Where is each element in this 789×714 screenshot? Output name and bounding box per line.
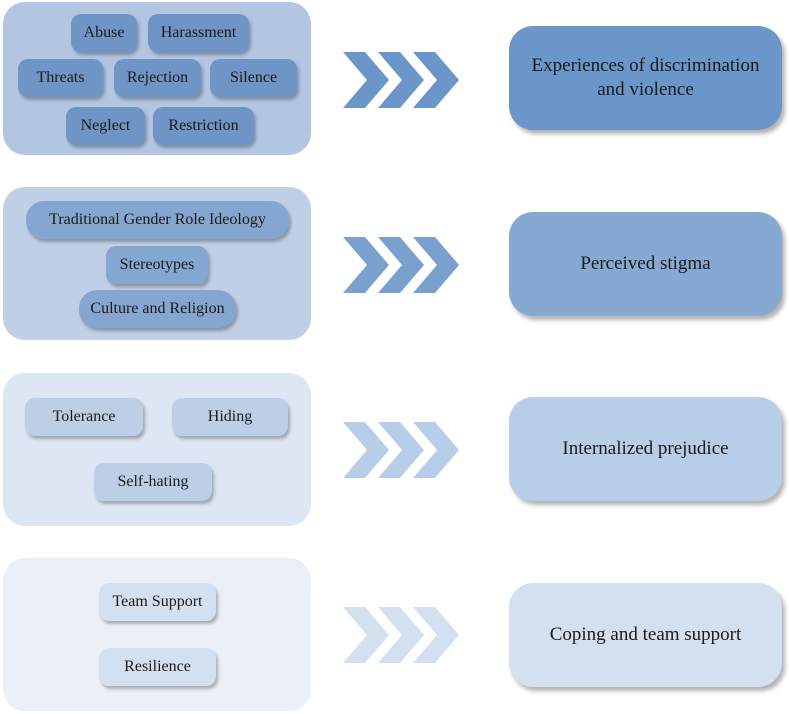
chip-neglect: Neglect bbox=[66, 107, 145, 145]
chip-tolerance: Tolerance bbox=[25, 398, 143, 436]
chip-team-support: Team Support bbox=[99, 583, 216, 621]
chip-traditional-gender-role-ideology: Traditional Gender Role Ideology bbox=[26, 201, 289, 239]
outcome-perceived-stigma: Perceived stigma bbox=[509, 212, 782, 316]
chip-silence: Silence bbox=[210, 59, 297, 97]
outcome-line-1: Coping and team support bbox=[549, 624, 742, 645]
chip-rejection: Rejection bbox=[114, 59, 201, 97]
outcome-line-1: Internalized prejudice bbox=[562, 438, 729, 459]
chevron-arrows-icon bbox=[343, 607, 459, 663]
chip-threats: Threats bbox=[18, 59, 103, 97]
outcome-discrimination-violence: Experiences of discrimination and violen… bbox=[509, 26, 782, 130]
chip-culture-and-religion: Culture and Religion bbox=[79, 290, 236, 328]
outcome-line-1: Experiences of discrimination bbox=[531, 55, 760, 76]
chip-restriction: Restriction bbox=[153, 107, 254, 145]
outcome-coping-team-support: Coping and team support bbox=[509, 583, 782, 687]
chevron-arrows-icon bbox=[343, 52, 459, 108]
row3-factor-panel bbox=[3, 373, 311, 526]
chip-stereotypes: Stereotypes bbox=[106, 246, 208, 284]
outcome-line-1: Perceived stigma bbox=[580, 253, 711, 274]
chip-self-hating: Self-hating bbox=[94, 463, 212, 501]
chip-resilience: Resilience bbox=[99, 648, 216, 686]
chip-harassment: Harassment bbox=[148, 14, 249, 52]
outcome-line-2: and violence bbox=[597, 79, 694, 100]
chip-abuse: Abuse bbox=[71, 14, 137, 52]
chip-hiding: Hiding bbox=[172, 398, 288, 436]
chevron-arrows-icon bbox=[343, 422, 459, 478]
row4-factor-panel bbox=[3, 558, 311, 711]
outcome-internalized-prejudice: Internalized prejudice bbox=[509, 397, 782, 501]
chevron-arrows-icon bbox=[343, 237, 459, 293]
